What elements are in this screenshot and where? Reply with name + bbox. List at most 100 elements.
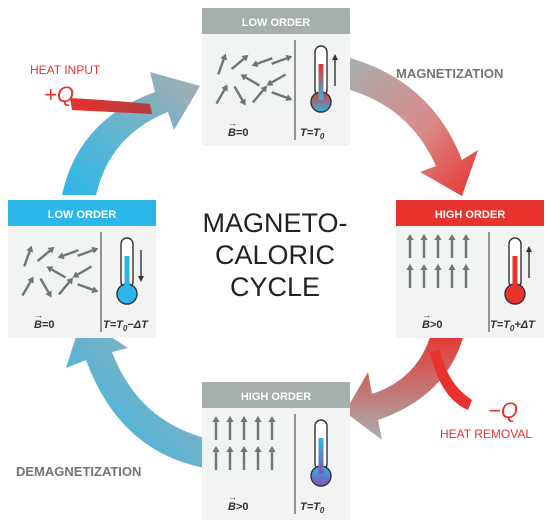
spin-arrows-disordered [215, 53, 293, 106]
svg-text:→: → [228, 492, 237, 502]
spin-arrow-head [260, 85, 268, 93]
spin-arrow-head [434, 234, 442, 240]
center-title-line1: MAGNETO- [202, 208, 347, 238]
spin-arrow-shaft [39, 277, 51, 295]
stage-left-temp: T=T0−ΔT [103, 319, 149, 333]
spin-arrow-head [240, 416, 248, 422]
spin-arrow-head [241, 54, 249, 62]
spin-arrow-head [434, 264, 442, 270]
spin-arrow-head [221, 84, 228, 92]
thermometer-column [124, 256, 130, 292]
stage-right-temp: T=T0+ΔT [490, 319, 536, 333]
spin-arrow-shaft [269, 73, 287, 85]
spin-arrow-head [268, 446, 276, 452]
spin-arrow-shaft [58, 279, 72, 296]
spin-arrow-shaft [21, 279, 33, 297]
magnetization-label: MAGNETIZATION [396, 66, 503, 81]
demagnetization-label: DEMAGNETIZATION [16, 464, 141, 479]
spin-arrow-head [226, 446, 234, 452]
svg-text:=0: =0 [236, 127, 249, 139]
temp-arrow-head [526, 246, 532, 252]
spin-arrow-shaft [271, 91, 289, 100]
spin-arrow-head [226, 416, 234, 422]
spin-arrow-head [448, 234, 456, 240]
spin-arrow-head [420, 234, 428, 240]
spin-arrow-shaft [230, 56, 247, 70]
spin-arrow-head [91, 286, 99, 294]
spin-arrow-head [46, 266, 54, 273]
field-vector-arrow: → [228, 118, 237, 128]
spin-arrow-shaft [23, 249, 32, 267]
temp-arrow-head [138, 276, 144, 282]
spin-arrow-head [254, 446, 262, 452]
stage-top-panel [202, 8, 350, 146]
spin-arrow-head [212, 446, 220, 452]
svg-text:=0: =0 [42, 319, 55, 331]
spin-arrow-shaft [243, 75, 261, 87]
heat-input-label: HEAT INPUT [30, 63, 101, 77]
stage-left-panel [8, 200, 156, 338]
spin-arrow-head [462, 264, 470, 270]
svg-text:→: → [422, 310, 431, 320]
stage-bottom-panel [202, 382, 350, 520]
spin-arrow-head [72, 271, 80, 278]
thermometer-icon [310, 45, 338, 113]
spin-arrow-head [91, 246, 99, 254]
heat-input-tail [70, 98, 152, 114]
spin-arrow-head [239, 98, 246, 106]
spin-arrow-shaft [49, 267, 67, 279]
svg-text:>0: >0 [430, 319, 443, 331]
spin-arrow-head [420, 264, 428, 270]
field-symbol: B [228, 127, 236, 139]
spin-arrow-head [240, 74, 248, 81]
spin-arrow-shaft [255, 57, 273, 66]
stage-top-temp: T=T0 [300, 127, 325, 141]
spin-arrow-head [45, 290, 52, 298]
center-title-line3: CYCLE [230, 272, 320, 302]
spin-arrow-head [254, 416, 262, 422]
thermometer-column [512, 256, 518, 292]
spin-arrow-head [47, 246, 55, 254]
thermometer-column [318, 438, 324, 474]
spin-arrow-shaft [271, 56, 289, 65]
spin-arrows-aligned [212, 416, 276, 470]
stage-bottom-field: B → >0 [228, 492, 249, 513]
thermometer-column [318, 64, 324, 100]
spin-arrow-head [220, 53, 228, 61]
spin-arrow-head [66, 277, 74, 285]
heat-input-arrow [62, 72, 200, 195]
spin-arrow-shaft [77, 248, 95, 257]
spin-arrows-disordered [21, 245, 99, 298]
svg-text:B: B [34, 319, 42, 331]
spin-arrow-head [285, 54, 293, 62]
spin-arrow-head [406, 264, 414, 270]
center-title-line2: CALORIC [215, 240, 335, 270]
stage-right-header: HIGH ORDER [435, 209, 505, 221]
spin-arrow-shaft [36, 248, 53, 262]
stage-bottom-temp: T=T0 [300, 501, 325, 515]
spin-arrows-aligned [406, 234, 470, 288]
stage-right-panel [396, 200, 544, 338]
heat-removal-q: −Q [488, 398, 518, 423]
spin-arrow-head [462, 234, 470, 240]
spin-arrow-head [266, 79, 274, 86]
svg-text:→: → [34, 310, 43, 320]
spin-arrow-shaft [75, 265, 93, 277]
thermometer-icon [116, 237, 144, 305]
spin-arrow-head [240, 446, 248, 452]
spin-arrow-head [27, 276, 34, 284]
spin-arrow-shaft [252, 87, 266, 104]
stage-left-header: LOW ORDER [48, 209, 116, 221]
spin-arrow-shaft [217, 57, 226, 75]
heat-input-q: +Q [44, 82, 74, 107]
spin-arrow-head [26, 245, 34, 253]
spin-arrow-head [251, 60, 259, 68]
spin-arrow-head [212, 416, 220, 422]
spin-arrow-head [448, 264, 456, 270]
spin-arrow-head [268, 416, 276, 422]
spin-arrow-head [406, 234, 414, 240]
thermometer-icon [310, 419, 332, 487]
spin-arrow-head [57, 252, 65, 260]
heat-removal-label: HEAT REMOVAL [440, 427, 532, 441]
